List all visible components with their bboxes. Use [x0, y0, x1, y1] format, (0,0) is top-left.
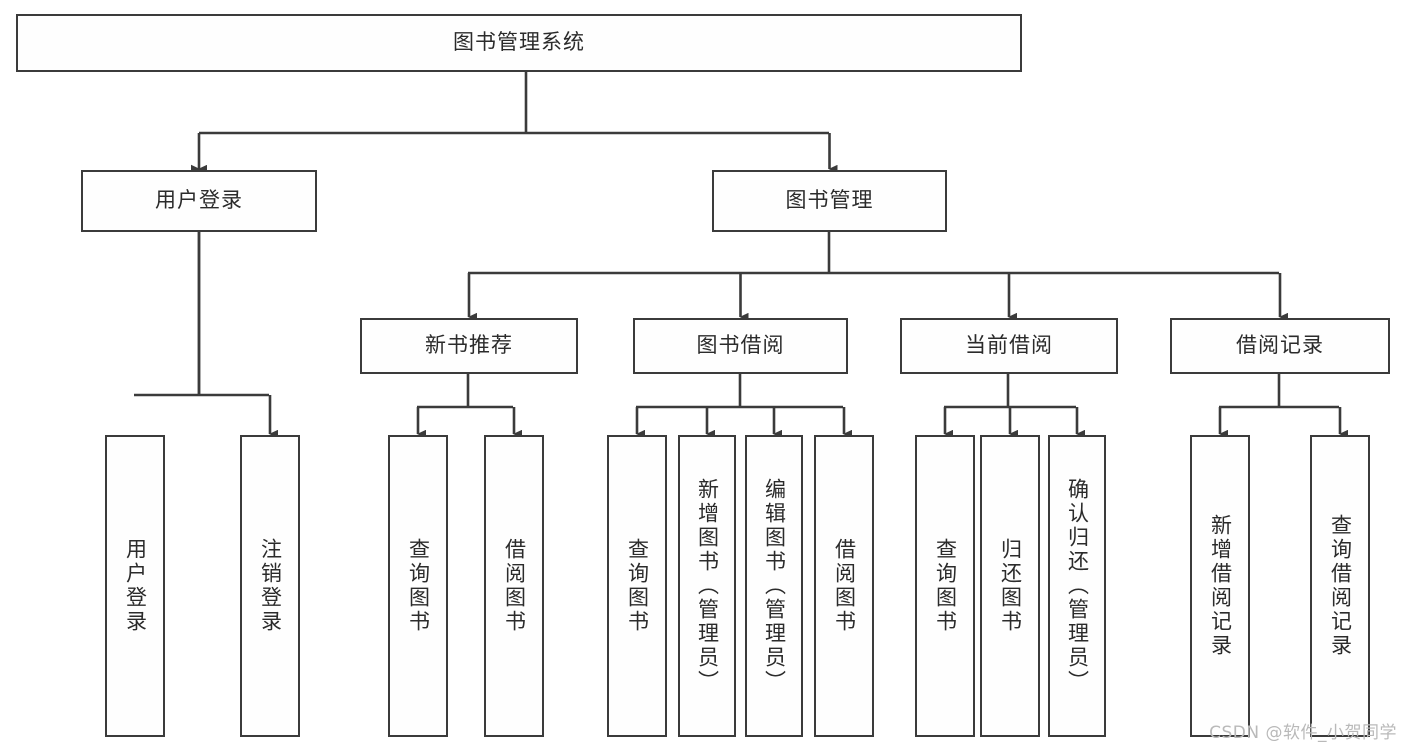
node-label: 借阅图书: [832, 538, 857, 634]
node-label: 查询图书: [625, 538, 650, 634]
node-label: 查询图书: [933, 538, 958, 634]
node-level2-0[interactable]: 用户登录: [81, 170, 317, 232]
node-leaf-11[interactable]: 新增借阅记录: [1190, 435, 1250, 737]
node-leaf-10[interactable]: 确认归还（管理员）: [1048, 435, 1106, 737]
node-level3-2[interactable]: 当前借阅: [900, 318, 1118, 374]
node-label: 借阅图书: [502, 538, 527, 634]
node-label: 注销登录: [258, 538, 283, 634]
node-root[interactable]: 图书管理系统: [16, 14, 1022, 72]
watermark-label: CSDN @软件_小贺同学: [1209, 723, 1397, 743]
node-leaf-5[interactable]: 新增图书（管理员）: [678, 435, 736, 737]
node-leaf-0[interactable]: 用户登录: [105, 435, 165, 737]
node-leaf-7[interactable]: 借阅图书: [814, 435, 874, 737]
node-label: 确认归还（管理员）: [1065, 478, 1090, 694]
node-label: 用户登录: [123, 538, 148, 634]
node-leaf-9[interactable]: 归还图书: [980, 435, 1040, 737]
node-leaf-8[interactable]: 查询图书: [915, 435, 975, 737]
node-leaf-1[interactable]: 注销登录: [240, 435, 300, 737]
node-level3-0[interactable]: 新书推荐: [360, 318, 578, 374]
node-leaf-4[interactable]: 查询图书: [607, 435, 667, 737]
node-label: 编辑图书（管理员）: [762, 478, 787, 694]
node-level3-1[interactable]: 图书借阅: [633, 318, 848, 374]
node-leaf-6[interactable]: 编辑图书（管理员）: [745, 435, 803, 737]
node-leaf-2[interactable]: 查询图书: [388, 435, 448, 737]
node-label: 查询借阅记录: [1328, 514, 1353, 658]
node-level2-1[interactable]: 图书管理: [712, 170, 947, 232]
node-level3-3[interactable]: 借阅记录: [1170, 318, 1390, 374]
node-leaf-3[interactable]: 借阅图书: [484, 435, 544, 737]
node-label: 新增图书（管理员）: [695, 478, 720, 694]
node-label: 归还图书: [998, 538, 1023, 634]
node-label: 新增借阅记录: [1208, 514, 1233, 658]
node-label: 查询图书: [406, 538, 431, 634]
node-leaf-12[interactable]: 查询借阅记录: [1310, 435, 1370, 737]
